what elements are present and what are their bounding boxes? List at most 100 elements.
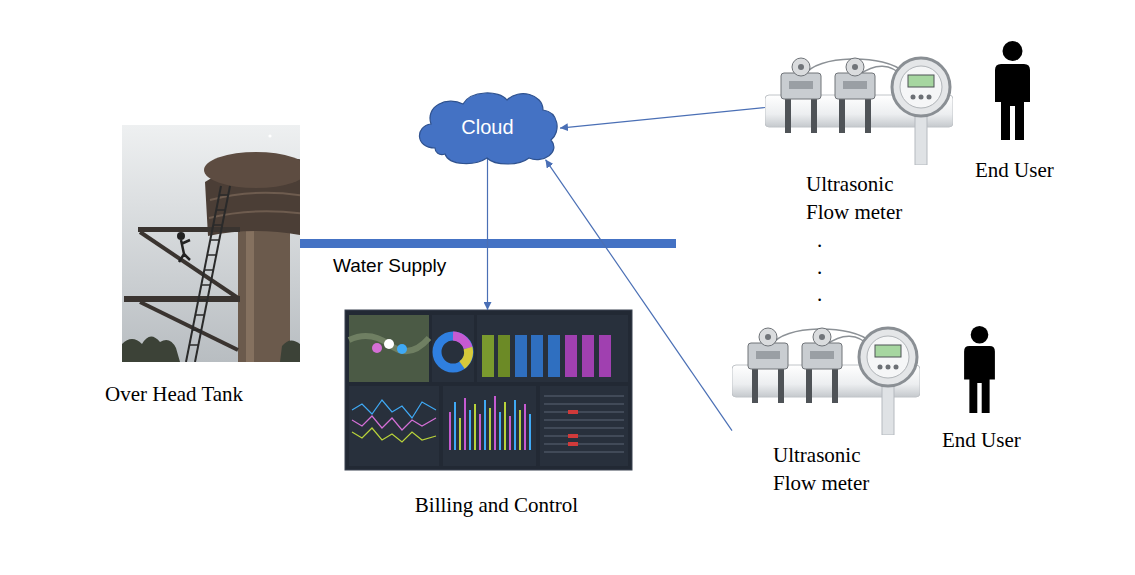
dashboard-screenshot (544, 428, 624, 429)
dashboard-screenshot (515, 335, 527, 377)
tank-photo (210, 193, 300, 200)
tank-photo (207, 254, 216, 256)
dashboard-screenshot (540, 386, 628, 466)
dashboard-screenshot (349, 336, 429, 351)
dashboard-screenshot (499, 412, 501, 450)
tank-picture: Over Head Tank (100, 125, 305, 412)
picture-caption: Billing and Control (345, 491, 648, 519)
tank-photo (138, 227, 240, 232)
dashboard-screenshot (449, 412, 451, 450)
dashboard-screenshot (352, 400, 436, 418)
dashboard-screenshot (464, 398, 466, 450)
tank-photo (280, 340, 300, 362)
dashboard-screenshot (544, 412, 624, 413)
flow-arrow (487, 159, 488, 310)
dashboard-screenshot (568, 410, 578, 414)
dashboard-screenshot (514, 400, 516, 450)
ellipsis-dot: . (817, 227, 822, 253)
pipe-label: Water Supply (333, 253, 446, 279)
ellipsis-dot: . (817, 254, 822, 280)
dashboard-screenshot (531, 335, 543, 377)
flow-meter: Ultrasonic Flow meter (732, 325, 922, 501)
dashboard-screenshot (568, 434, 578, 438)
dashboard-screenshot (489, 408, 491, 450)
tank-photo (122, 125, 300, 362)
dashboard-screenshot (544, 452, 624, 453)
dashboard-screenshot (498, 335, 510, 377)
tank-photo (246, 230, 254, 362)
tank-photo (186, 186, 221, 362)
dashboard-screenshot (474, 404, 476, 450)
dashboard-screenshot (599, 335, 611, 377)
dashboard-screenshot (544, 444, 624, 445)
tank-photo (238, 230, 290, 362)
dashboard-screenshot (462, 348, 469, 365)
flow-meter: Ultrasonic Flow meter (765, 55, 955, 230)
user-label: End User (975, 157, 1054, 183)
user-figure (995, 41, 1030, 140)
dashboard-screenshot (529, 414, 531, 450)
dashboard-screenshot (345, 310, 632, 470)
dashboard-screenshot (453, 336, 468, 348)
dashboard-screenshot (450, 396, 530, 450)
tank-photo (268, 134, 271, 137)
dashboard-screenshot (524, 404, 526, 450)
flow-arrow (546, 160, 733, 431)
dashboard-screenshot (432, 315, 474, 382)
dashboard-screenshot (565, 335, 577, 377)
picture-caption: Ultrasonic Flow meter (806, 170, 931, 226)
dashboard-screenshot (352, 416, 436, 430)
dashboard-screenshot (509, 416, 511, 450)
tank-photo (213, 224, 222, 226)
cloud-outline (419, 93, 557, 164)
flow-meter-picture (732, 328, 920, 435)
dashboard-screenshot (397, 344, 407, 354)
dashboard-screenshot (443, 386, 536, 466)
dashboard-screenshot (477, 315, 628, 382)
dashboard-screenshot (352, 428, 436, 442)
user-label: End User (942, 427, 1021, 453)
node-label: Cloud (461, 115, 513, 139)
ellipsis-dot: . (817, 281, 822, 307)
tank-photo (204, 152, 300, 188)
tank-photo (201, 284, 210, 286)
tank-photo (179, 240, 190, 262)
tank-photo (219, 194, 228, 196)
picture-caption: Over Head Tank (105, 380, 243, 408)
dashboard-screenshot (544, 404, 624, 405)
dashboard-screenshot (544, 396, 624, 452)
tank-photo (210, 239, 219, 241)
billing-dashboard: Billing and Control (345, 310, 648, 523)
tank-photo (122, 336, 180, 362)
tank-photo (204, 269, 213, 271)
tank-photo (192, 329, 201, 331)
dashboard-screenshot (384, 339, 394, 349)
flow-meter-picture (765, 58, 953, 165)
cloud-node: Cloud (415, 88, 560, 165)
dashboard-screenshot (519, 410, 521, 450)
tank-photo (195, 314, 204, 316)
tank-photo (189, 195, 228, 345)
dashboard-screenshot (494, 396, 496, 450)
dashboard-screenshot (582, 335, 594, 377)
dashboard-screenshot (482, 335, 494, 377)
dashboard-screenshot (437, 336, 469, 368)
dashboard-screenshot (349, 386, 439, 466)
dashboard-screenshot (548, 335, 560, 377)
dashboard-screenshot (504, 402, 506, 450)
dashboard-screenshot (484, 400, 486, 450)
dashboard-screenshot (544, 436, 624, 437)
flow-arrow (560, 108, 765, 129)
dashboard-screenshot (459, 418, 461, 450)
tank-photo (189, 344, 198, 346)
tank-photo (216, 209, 225, 211)
dashboard-screenshot (469, 410, 471, 450)
user-figure (964, 326, 995, 413)
dashboard-screenshot (345, 310, 632, 470)
tank-photo (177, 232, 185, 240)
dashboard-screenshot (544, 420, 624, 421)
tank-photo (140, 232, 238, 298)
